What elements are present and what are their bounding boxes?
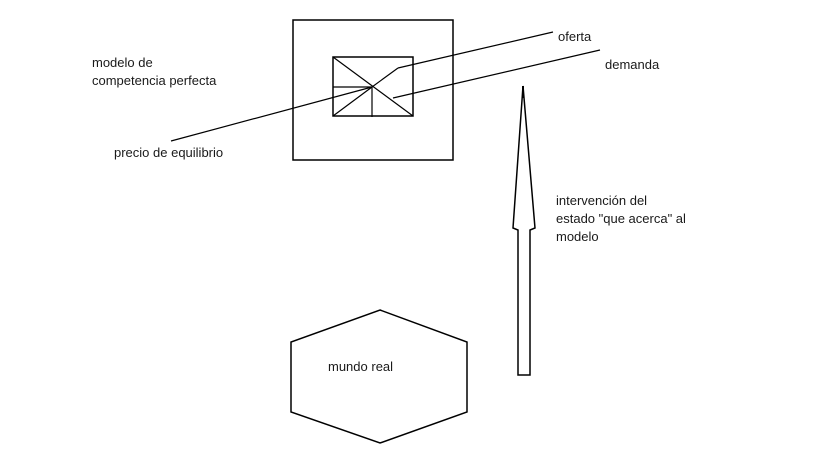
diagonal-2 — [332, 86, 373, 117]
demand-line — [392, 49, 601, 99]
intervention-arrow — [512, 85, 536, 376]
intervention-label: intervención del estado "que acerca" al … — [556, 193, 686, 244]
real-world-label: mundo real — [328, 359, 394, 374]
supply-line — [397, 31, 554, 69]
model-label: modelo de competencia perfecta — [92, 55, 217, 88]
real-world-hexagon — [290, 309, 468, 444]
supply-label: oferta — [558, 29, 592, 44]
equilibrium-pointer-line — [170, 86, 373, 142]
model-outer-square — [292, 19, 454, 161]
equilibrium-price-label: precio de equilibrio — [114, 145, 224, 160]
diagonal-2b — [371, 67, 399, 88]
demand-label: demanda — [605, 57, 660, 72]
